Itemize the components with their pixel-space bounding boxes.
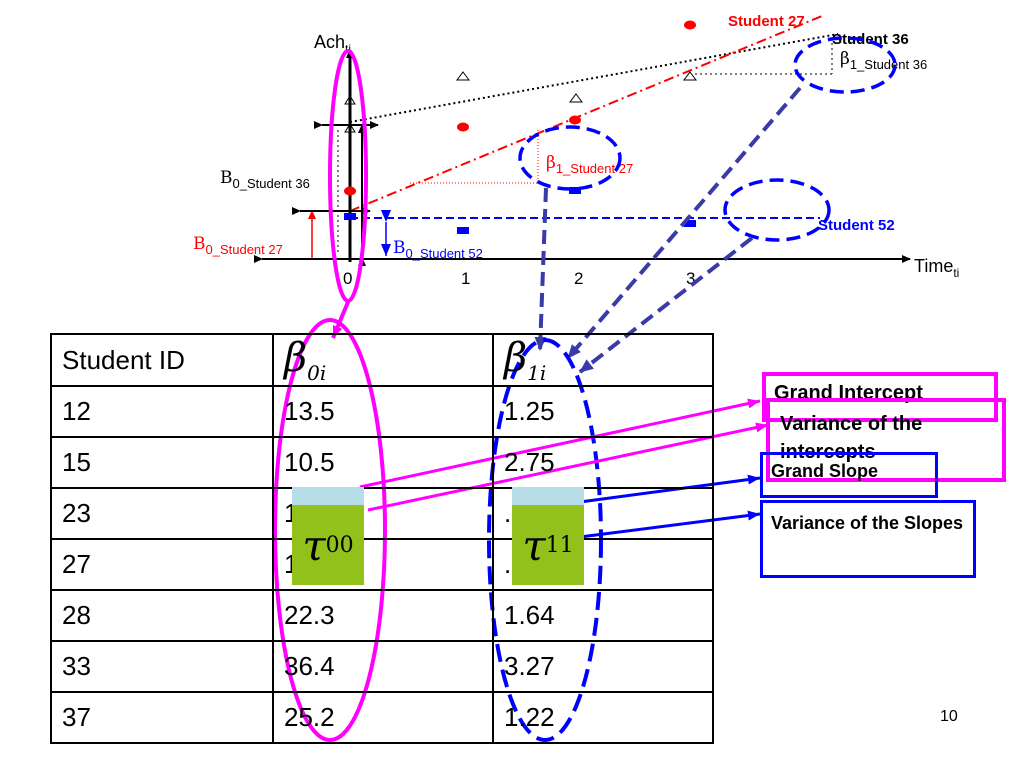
x-axis-label: Timeti	[914, 256, 959, 280]
cell-student-id: 15	[50, 436, 274, 489]
series-label-student-36: Student 36	[832, 31, 909, 48]
b0-student-52-label: B0_Student 52	[393, 238, 483, 261]
table-row: 28 22.3 1.64	[50, 589, 714, 642]
data-point	[344, 123, 356, 133]
table-row: 27 1 .	[50, 538, 714, 591]
cell-beta0: 13.5	[272, 385, 494, 438]
header-beta0: β0i	[272, 333, 494, 387]
table-row: 12 13.5 1.25	[50, 385, 714, 438]
student-36-points	[344, 71, 697, 133]
intercept-to-table-arrow	[331, 301, 350, 339]
data-point	[569, 93, 583, 103]
series-label-student-52: Student 52	[818, 217, 895, 234]
b0-student-36-label: B0_Student 36	[220, 168, 310, 191]
x-tick-label: 3	[686, 269, 695, 288]
student-27-points	[344, 20, 696, 196]
student-27-line	[349, 15, 823, 212]
table-row: 37 25.2 1.22	[50, 691, 714, 744]
student-36-line	[349, 33, 839, 123]
grand-slope-box: Grand Slope	[760, 452, 938, 498]
cell-beta0: 10.5	[272, 436, 494, 489]
table-row: 15 10.5 2.75	[50, 436, 714, 489]
cell-beta1: 2.75	[492, 436, 714, 489]
coefficients-table: Student ID β0i β1i 12 13.5 1.25 15 10.5 …	[50, 333, 714, 744]
data-point	[683, 71, 697, 81]
beta1-student-27-label: β1_Student 27	[546, 153, 633, 176]
tau-box-header	[512, 487, 584, 505]
cell-student-id: 33	[50, 640, 274, 693]
table-row: 23 1 .	[50, 487, 714, 540]
slope-to-table-arrow	[534, 187, 548, 351]
student-52-points	[344, 187, 696, 234]
cell-student-id: 27	[50, 538, 274, 591]
data-point	[457, 227, 469, 234]
series-label-student-27: Student 27	[728, 13, 805, 30]
variance-slopes-box: Variance of the Slopes	[760, 500, 976, 578]
beta1-student-36-label: β1_Student 36	[840, 49, 927, 72]
cell-beta1: 1.25	[492, 385, 714, 438]
x-tick-label: 0	[343, 269, 352, 288]
cell-beta1: 3.27	[492, 640, 714, 693]
x-tick-label: 2	[574, 269, 583, 288]
cell-student-id: 12	[50, 385, 274, 438]
header-student-id: Student ID	[50, 333, 274, 387]
data-point	[457, 122, 469, 132]
b0-student-27-label: B0_Student 27	[193, 234, 283, 257]
cell-beta1: 1.22	[492, 691, 714, 744]
data-point	[569, 115, 581, 125]
cell-student-id: 23	[50, 487, 274, 540]
data-point	[344, 213, 356, 220]
cell-beta0: 25.2	[272, 691, 494, 744]
intercept-ellipse	[328, 49, 368, 303]
page-number: 10	[940, 708, 958, 725]
data-point	[344, 95, 356, 105]
slope-ellipse-student-52	[723, 178, 831, 242]
cell-beta0: 36.4	[272, 640, 494, 693]
data-point	[344, 186, 356, 196]
cell-beta1: 1.64	[492, 589, 714, 642]
cell-beta0: 22.3	[272, 589, 494, 642]
table-row: 33 36.4 3.27	[50, 640, 714, 693]
table-header-row: Student ID β0i β1i	[50, 333, 714, 387]
data-point	[684, 20, 696, 30]
cell-student-id: 28	[50, 589, 274, 642]
cell-student-id: 37	[50, 691, 274, 744]
slope-ellipse-student-36	[793, 36, 897, 94]
data-point	[684, 220, 696, 227]
slope-to-table-arrow	[566, 86, 802, 360]
data-point	[569, 187, 581, 194]
tau-box-header	[292, 487, 364, 505]
slope-ellipse-student-27	[518, 125, 622, 191]
x-tick-label: 1	[461, 269, 470, 288]
y-axis-label: Achti	[314, 32, 351, 56]
data-point	[456, 71, 470, 81]
header-beta1: β1i	[492, 333, 714, 387]
